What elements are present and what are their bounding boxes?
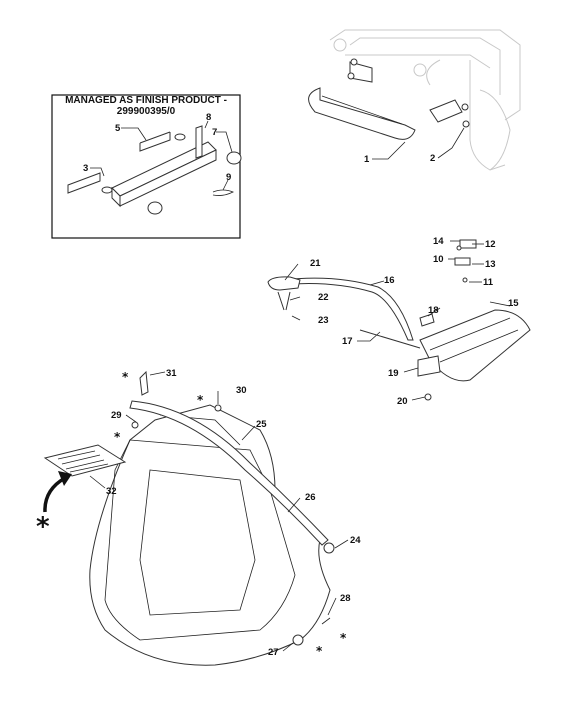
asterisk-30: *	[197, 393, 204, 407]
label-part-8: 8	[206, 112, 211, 123]
asterisk-arrow: *	[36, 512, 50, 542]
label-part-26: 26	[305, 492, 316, 503]
part-labels: 1 2 3 5 7 8 9 10 11 12 13 14 15 16 17 18…	[83, 112, 519, 658]
grass-catcher-bag	[89, 370, 335, 666]
label-part-31: 31	[166, 368, 177, 379]
asterisk-31: *	[122, 370, 129, 384]
label-part-5: 5	[115, 123, 121, 134]
label-part-30: 30	[236, 385, 247, 396]
label-part-10: 10	[433, 254, 444, 265]
label-part-21: 21	[310, 258, 321, 269]
part-2-bolts	[347, 58, 470, 128]
label-part-15: 15	[508, 298, 519, 309]
label-part-20: 20	[397, 396, 408, 407]
part-1-front-bumper	[308, 61, 463, 140]
curved-arrow-icon	[43, 476, 66, 513]
part-19-bracket	[417, 355, 441, 377]
label-part-17: 17	[342, 336, 353, 347]
asterisk-28: *	[340, 631, 347, 645]
part-22-spring	[277, 291, 291, 311]
label-part-1: 1	[364, 154, 370, 165]
inset-title: MANAGED AS FINISH PRODUCT - 299900395/0	[65, 95, 227, 117]
part-25-bag-body	[89, 404, 331, 666]
label-part-25: 25	[256, 419, 267, 430]
label-part-12: 12	[485, 239, 496, 250]
label-part-7: 7	[212, 127, 217, 138]
part-21-grip	[267, 276, 301, 291]
part-17-shaft	[359, 329, 421, 349]
label-part-22: 22	[318, 292, 329, 303]
asterisk-markers: * * * * * *	[36, 370, 347, 658]
part-32-decal-sheet	[43, 444, 127, 477]
label-part-18: 18	[428, 305, 439, 316]
label-part-29: 29	[111, 410, 122, 421]
label-part-23: 23	[318, 315, 329, 326]
label-part-19: 19	[388, 368, 399, 379]
inset-hitch-assembly	[67, 125, 242, 215]
part-26-bag-frame	[129, 400, 329, 546]
label-part-9: 9	[226, 172, 231, 183]
inset-frame	[51, 94, 241, 239]
label-part-11: 11	[483, 277, 494, 288]
label-part-2: 2	[430, 153, 435, 164]
label-part-27: 27	[268, 647, 279, 658]
leader-lines	[89, 120, 511, 652]
label-part-32: 32	[106, 486, 117, 497]
asterisk-29: *	[114, 430, 121, 444]
label-part-13: 13	[485, 259, 496, 270]
label-part-28: 28	[340, 593, 351, 604]
label-part-24: 24	[350, 535, 361, 546]
arrow-head-icon	[58, 471, 72, 486]
label-part-14: 14	[433, 236, 444, 247]
part-16-handle-rod	[279, 277, 414, 341]
label-part-3: 3	[83, 163, 88, 174]
label-part-16: 16	[384, 275, 395, 286]
mower-frame-outline	[329, 29, 521, 171]
asterisk-27: *	[316, 644, 323, 658]
